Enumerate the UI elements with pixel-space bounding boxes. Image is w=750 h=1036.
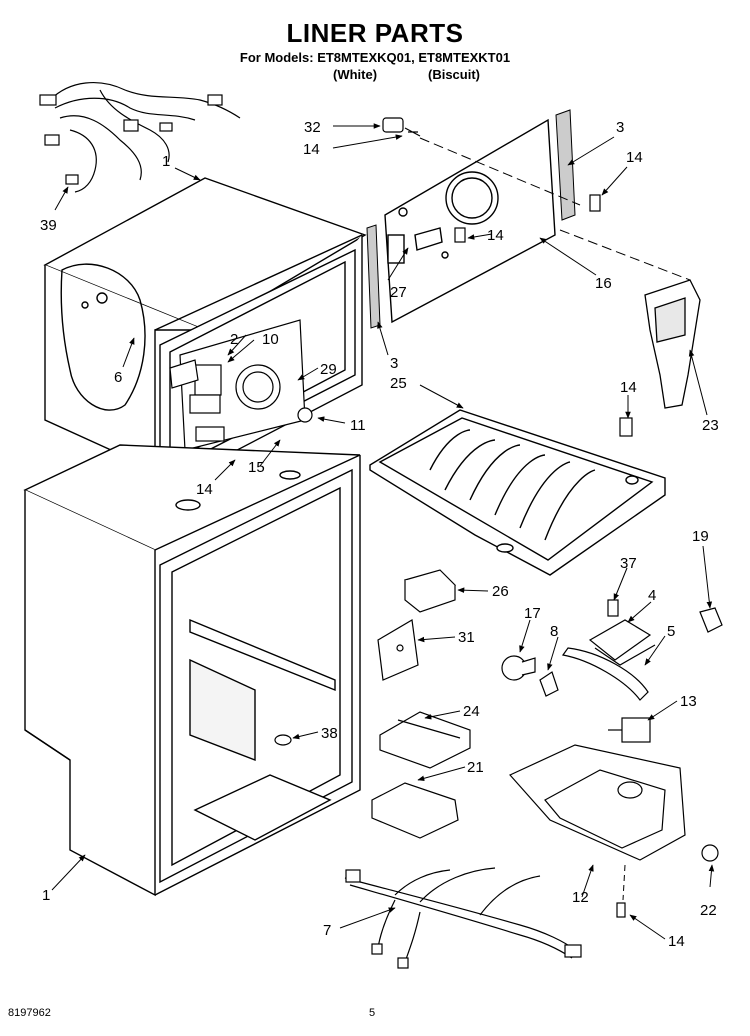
callout-2: 2	[230, 331, 238, 348]
callout-27: 27	[390, 284, 407, 301]
callout-31: 31	[458, 629, 475, 646]
callout-15: 15	[248, 459, 265, 476]
callout-16: 16	[595, 275, 612, 292]
callout-14: 14	[620, 379, 637, 396]
screw-top	[382, 117, 633, 437]
callout-10: 10	[262, 331, 279, 348]
callout-13: 13	[680, 693, 697, 710]
document-number: 8197962	[8, 1007, 51, 1019]
callout-8: 8	[550, 623, 558, 640]
callout-3: 3	[390, 355, 398, 372]
callout-26: 26	[492, 583, 509, 600]
callout-37: 37	[620, 555, 637, 572]
variant-biscuit: (Biscuit)	[428, 67, 480, 82]
callout-5: 5	[667, 623, 675, 640]
fresh-food-liner	[23, 444, 361, 897]
callout-32: 32	[304, 119, 321, 136]
evaporator-fan-assembly	[169, 319, 313, 451]
leader-lines	[51, 123, 715, 940]
model-numbers: For Models: ET8MTEXKQ01, ET8MTEXKT01	[239, 50, 511, 65]
crisper-cover	[369, 409, 666, 576]
callout-14: 14	[626, 149, 643, 166]
seal-strip-left	[366, 224, 381, 329]
callout-21: 21	[467, 759, 484, 776]
small-parts	[274, 569, 723, 918]
callout-24: 24	[463, 703, 480, 720]
callout-14: 14	[668, 933, 685, 950]
callout-39: 39	[40, 217, 57, 234]
callout-12: 12	[572, 889, 589, 906]
callout-14: 14	[196, 481, 213, 498]
wire-harness-lower	[344, 867, 582, 969]
callout-6: 6	[114, 369, 122, 386]
seal-strip-right	[555, 109, 576, 221]
callout-4: 4	[648, 587, 656, 604]
air-duct	[644, 279, 701, 409]
callout-19: 19	[692, 528, 709, 545]
callout-1: 1	[162, 153, 170, 170]
callout-3: 3	[616, 119, 624, 136]
callout-14: 14	[303, 141, 320, 158]
callout-14: 14	[487, 227, 504, 244]
callout-29: 29	[320, 361, 337, 378]
page-title: LINER PARTS	[286, 18, 464, 48]
wire-harness-upper	[39, 81, 241, 193]
page-number: 5	[369, 1007, 376, 1019]
callout-23: 23	[702, 417, 719, 434]
callout-7: 7	[323, 922, 331, 939]
callout-25: 25	[390, 375, 407, 392]
callout-17: 17	[524, 605, 541, 622]
callout-38: 38	[321, 725, 338, 742]
callout-22: 22	[700, 902, 717, 919]
callout-1: 1	[42, 887, 50, 904]
variant-white: (White)	[333, 67, 378, 82]
evaporator-cover	[384, 118, 556, 324]
callout-11: 11	[350, 417, 366, 434]
